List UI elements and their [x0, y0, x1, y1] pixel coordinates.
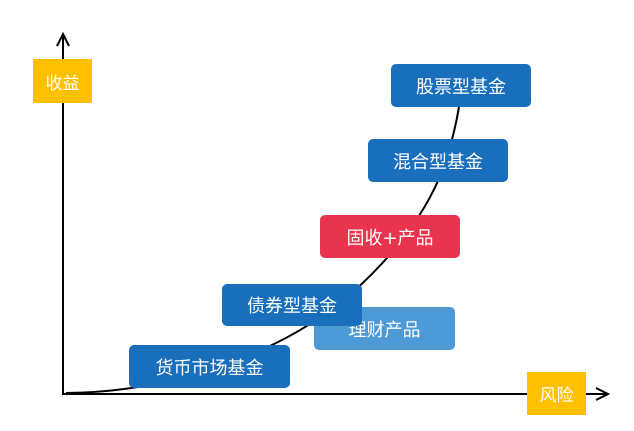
x-axis-label: 风险: [527, 372, 586, 415]
bond-fund-box: 债券型基金: [222, 284, 362, 326]
equity-fund-box: 股票型基金: [391, 64, 531, 107]
fixed-income-plus-box: 固收+产品: [320, 215, 460, 258]
x-axis-arrowhead: [595, 387, 611, 401]
hybrid-fund-box: 混合型基金: [368, 139, 508, 182]
money-market-fund-box: 货币市场基金: [129, 345, 290, 388]
y-axis-arrowhead: [56, 31, 70, 47]
y-axis-label: 收益: [33, 59, 92, 103]
